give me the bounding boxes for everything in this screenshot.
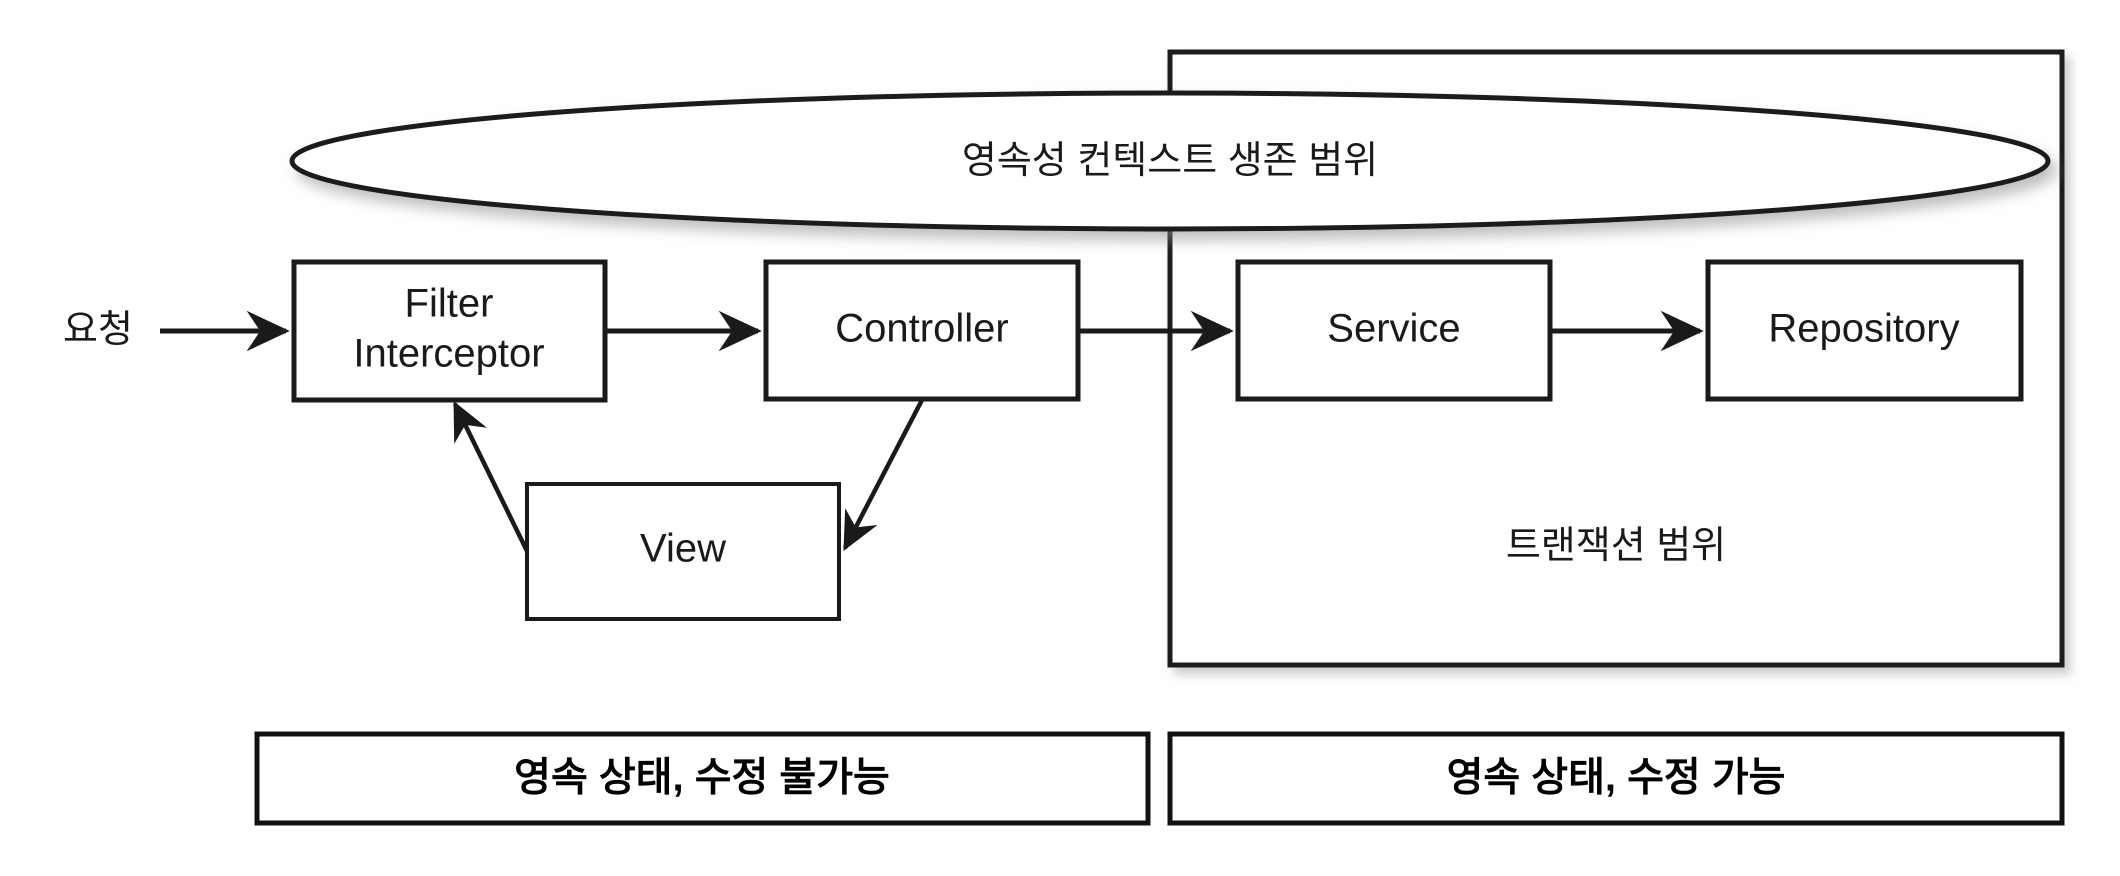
banner-left-box xyxy=(254,731,1151,826)
node-filter-interceptor[interactable]: Filter Interceptor xyxy=(291,259,608,403)
view-box[interactable] xyxy=(525,482,841,621)
filter-interceptor-label-line2: Interceptor xyxy=(353,332,544,376)
connector-controller-to-view xyxy=(843,398,924,551)
connector-view-to-filter xyxy=(452,400,530,552)
service-box[interactable] xyxy=(1235,259,1553,402)
persistence-context-label: 영속성 컨텍스트 생존 범위 xyxy=(962,140,1378,182)
filter-interceptor-box[interactable] xyxy=(291,259,608,403)
filter-interceptor-label-line1: Filter xyxy=(405,282,494,326)
controller-label: Controller xyxy=(835,307,1008,351)
transaction-scope-label: 트랜잭션 범위 xyxy=(1506,525,1726,567)
node-service[interactable]: Service xyxy=(1235,259,1553,402)
banner-right-label: 영속 상태, 수정 가능 xyxy=(1447,756,1786,800)
banner-left: 영속 상태, 수정 불가능 xyxy=(254,731,1151,826)
request-entry: 요청 xyxy=(63,309,290,352)
banner-right: 영속 상태, 수정 가능 xyxy=(1167,731,2065,826)
repository-box[interactable] xyxy=(1705,259,2024,402)
request-label: 요청 xyxy=(63,309,133,351)
persistence-context-region: 영속성 컨텍스트 생존 범위 xyxy=(289,90,2051,232)
banner-left-label: 영속 상태, 수정 불가능 xyxy=(514,756,890,800)
node-view[interactable]: View xyxy=(525,482,841,621)
view-label: View xyxy=(640,527,726,571)
node-repository[interactable]: Repository xyxy=(1705,259,2024,402)
node-controller[interactable]: Controller xyxy=(763,259,1081,402)
service-label: Service xyxy=(1327,307,1460,351)
banner-right-box xyxy=(1167,731,2065,826)
repository-label: Repository xyxy=(1768,307,1959,351)
persistence-context-ellipse xyxy=(289,90,2051,232)
